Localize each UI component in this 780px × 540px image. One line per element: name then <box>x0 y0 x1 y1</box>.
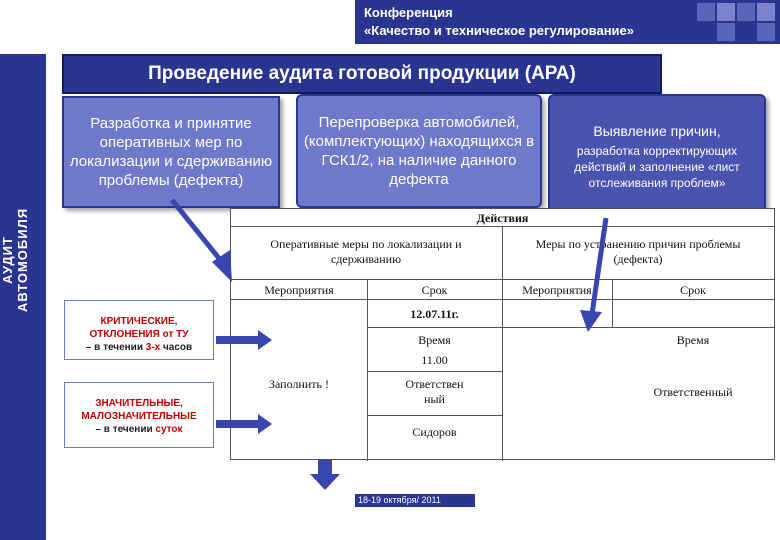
col-term-right: Срок <box>680 283 706 297</box>
arrow-critical-head <box>258 330 272 350</box>
col-term-left: Срок <box>421 283 448 297</box>
arrow-containment-head <box>212 250 232 282</box>
severity-critical-box: КРИТИЧЕСКИЕ, ОТКЛОНЕНИЯ от ТУ – в течени… <box>64 300 214 360</box>
decor-square <box>716 22 736 42</box>
decor-square <box>716 2 736 22</box>
arrow-down-head <box>310 474 340 490</box>
arrow-containment-line <box>170 198 224 264</box>
arrow-rootcause-line <box>589 217 609 315</box>
actions-table: Действия Оперативные меры по локализации… <box>230 208 775 461</box>
severity-significant-term-value: суток <box>155 424 183 435</box>
bubble-root-cause-text: разработка корректирующих действий и зап… <box>574 144 740 190</box>
conference-title: Конференция «Качество и техническое регу… <box>364 4 634 40</box>
responsible-right: Ответственный <box>653 385 733 399</box>
term-time-value: 11.00 <box>421 353 448 367</box>
conference-title-line1: Конференция <box>364 5 453 20</box>
left-side-bar <box>0 54 46 540</box>
severity-significant-term-prefix: – в течении <box>95 424 153 435</box>
arrow-down-shaft <box>318 460 332 474</box>
footer-dates: 18-19 октября/ 2011 <box>355 494 475 507</box>
arrow-rootcause-head <box>580 310 602 332</box>
term-time-right: Время <box>676 333 710 347</box>
arrow-critical-shaft <box>216 336 258 344</box>
conference-title-line2: «Качество и техническое регулирование» <box>364 23 634 38</box>
arrow-significant-head <box>258 414 272 434</box>
severity-critical-term-prefix: – в течении <box>85 342 143 353</box>
severity-critical-title: КРИТИЧЕСКИЕ, ОТКЛОНЕНИЯ от ТУ <box>89 316 189 340</box>
bubble-recheck: Перепроверка автомобилей, (комплектующих… <box>296 94 542 208</box>
term-date: 12.07.11г. <box>410 307 459 321</box>
arrow-significant-shaft <box>216 420 258 428</box>
severity-critical-term: – в течении 3-х часов <box>65 341 213 354</box>
bubble-root-cause-lead: Выявление причин, <box>593 123 721 139</box>
term-time-label: Время <box>418 333 451 347</box>
decor-square <box>756 2 776 22</box>
severity-significant-box: ЗНАЧИТЕЛЬНЫЕ, МАЛОЗНАЧИТЕЛЬНЫЕ – в течен… <box>64 382 214 448</box>
col-measures-left: Мероприятия <box>264 283 334 297</box>
severity-critical-term-value: 3-х <box>145 342 161 353</box>
responsible-left: Ответствен ный <box>405 377 464 406</box>
decor-square <box>736 2 756 22</box>
severity-critical-term-suffix: часов <box>163 342 193 353</box>
group-header-containment: Оперативные меры по локализации и сдержи… <box>270 237 462 266</box>
decor-square <box>756 22 776 42</box>
bubble-root-cause: Выявление причин, разработка корректирую… <box>548 94 766 220</box>
slide-title: Проведение аудита готовой продукции (АРА… <box>62 54 662 94</box>
responsible-name: Сидоров <box>412 425 457 439</box>
table-header-actions: Действия <box>476 211 529 225</box>
severity-significant-term: – в течении суток <box>65 423 213 436</box>
severity-significant-title: ЗНАЧИТЕЛЬНЫЕ, МАЛОЗНАЧИТЕЛЬНЫЕ <box>81 398 197 422</box>
col-measures-right: Мероприятия <box>522 283 592 297</box>
bubble-containment: Разработка и принятие оперативных мер по… <box>62 96 280 208</box>
decor-square <box>696 2 716 22</box>
group-header-root-cause: Меры по устранению причин проблемы (дефе… <box>535 237 741 266</box>
fill-in-note: Заполнить ! <box>269 377 329 391</box>
